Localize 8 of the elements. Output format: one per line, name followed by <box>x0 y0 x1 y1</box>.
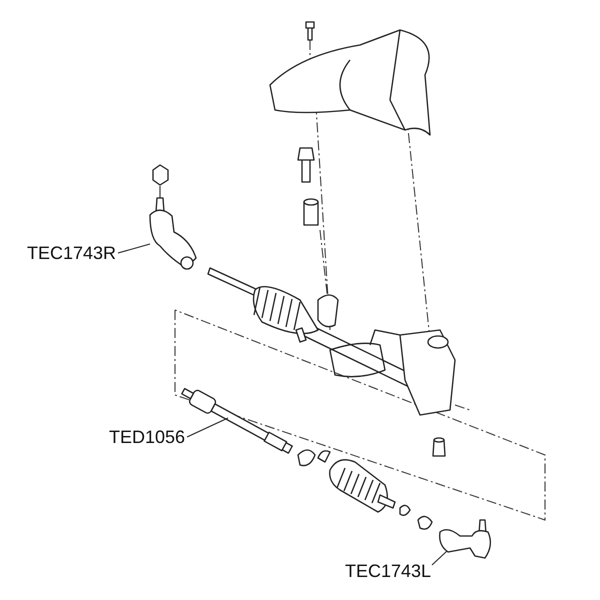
tie-rod-part-drawing <box>149 197 197 270</box>
tie-rod-part-drawing <box>439 519 492 559</box>
part-number: TEC1743R <box>27 243 116 263</box>
leader-line <box>186 418 228 438</box>
leader-line <box>432 550 448 566</box>
part-number: TED1056 <box>109 427 186 447</box>
leader-line <box>118 244 150 254</box>
part-number: TEC1743L <box>345 561 432 581</box>
